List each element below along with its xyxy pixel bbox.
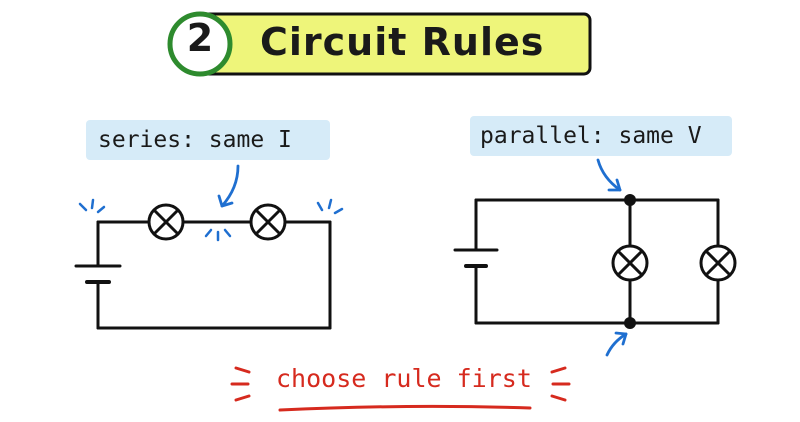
title-badge-ring — [167, 11, 233, 77]
arrow-icon — [596, 158, 622, 192]
lamp-icon — [699, 244, 737, 282]
page-title: Circuit Rules — [260, 20, 545, 64]
lamp-icon — [249, 203, 287, 241]
series-label: series: same I — [86, 120, 330, 160]
title-number: 2 — [186, 16, 214, 60]
arrow-icon — [605, 331, 628, 357]
title-banner: 2 Circuit Rules — [168, 12, 592, 76]
parallel-circuit — [474, 198, 720, 325]
battery-icon — [74, 264, 122, 284]
title-badge: 2 — [168, 12, 232, 76]
battery-icon — [453, 248, 499, 268]
series-circuit — [96, 220, 332, 330]
junction-dot — [624, 317, 636, 329]
lamp-icon — [147, 203, 185, 241]
junction-dot — [624, 194, 636, 206]
footer-underline — [278, 404, 532, 412]
arrow-icon — [217, 164, 240, 208]
lamp-icon — [611, 244, 649, 282]
footer-dashes-left — [230, 366, 251, 402]
footer-dashes-right — [550, 366, 571, 402]
footer-note: choose rule first — [276, 364, 532, 393]
sparkle-marks — [78, 198, 344, 242]
parallel-label: parallel: same V — [470, 116, 732, 156]
